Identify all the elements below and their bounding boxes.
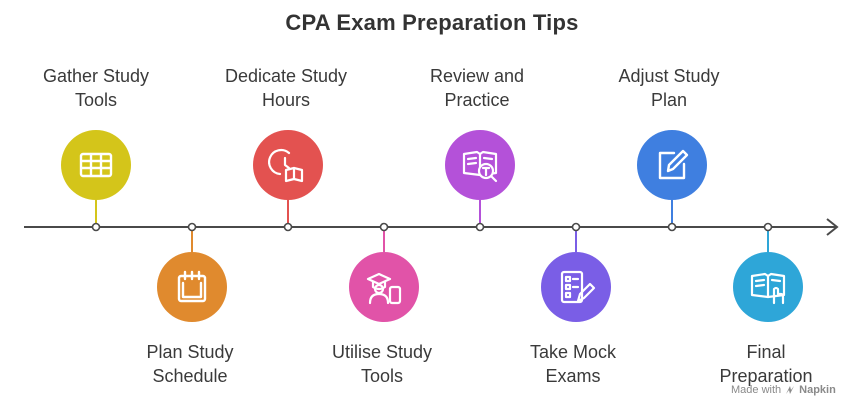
step-label-take-mock-exams: Take Mock Exams: [529, 342, 617, 386]
timeline-dot-6: [571, 222, 581, 232]
timeline-dot-3: [283, 222, 293, 232]
graduate-device-icon: [349, 252, 419, 322]
step-label-final-preparation: Final Preparation: [719, 342, 813, 386]
edit-icon: [637, 130, 707, 200]
timeline-dot-5: [475, 222, 485, 232]
timeline-dot-8: [763, 222, 773, 232]
step-label-dedicate-study-hours: Dedicate Study Hours: [224, 66, 348, 110]
made-with-napkin-credit: Made with Napkin: [731, 384, 836, 396]
calendar-icon: [157, 252, 227, 322]
clock-book-icon: [253, 130, 323, 200]
timeline-dot-1: [91, 222, 101, 232]
timeline-dot-4: [379, 222, 389, 232]
timeline-dot-7: [667, 222, 677, 232]
napkin-logo-icon: [786, 386, 795, 394]
step-label-review-and-practice: Review and Practice: [429, 66, 525, 110]
page-title: CPA Exam Preparation Tips: [285, 10, 579, 35]
exam-checklist-icon: [541, 252, 611, 322]
step-label-plan-study-schedule: Plan Study Schedule: [146, 342, 234, 386]
spreadsheet-icon: [61, 130, 131, 200]
step-label-utilise-study-tools: Utilise Study Tools: [331, 342, 433, 386]
reading-book-icon: [733, 252, 803, 322]
book-search-icon: [445, 130, 515, 200]
timeline-arrow: [826, 218, 839, 236]
step-label-adjust-study-plan: Adjust Study Plan: [618, 66, 720, 110]
timeline-dot-2: [187, 222, 197, 232]
step-label-gather-study-tools: Gather Study Tools: [42, 66, 150, 110]
